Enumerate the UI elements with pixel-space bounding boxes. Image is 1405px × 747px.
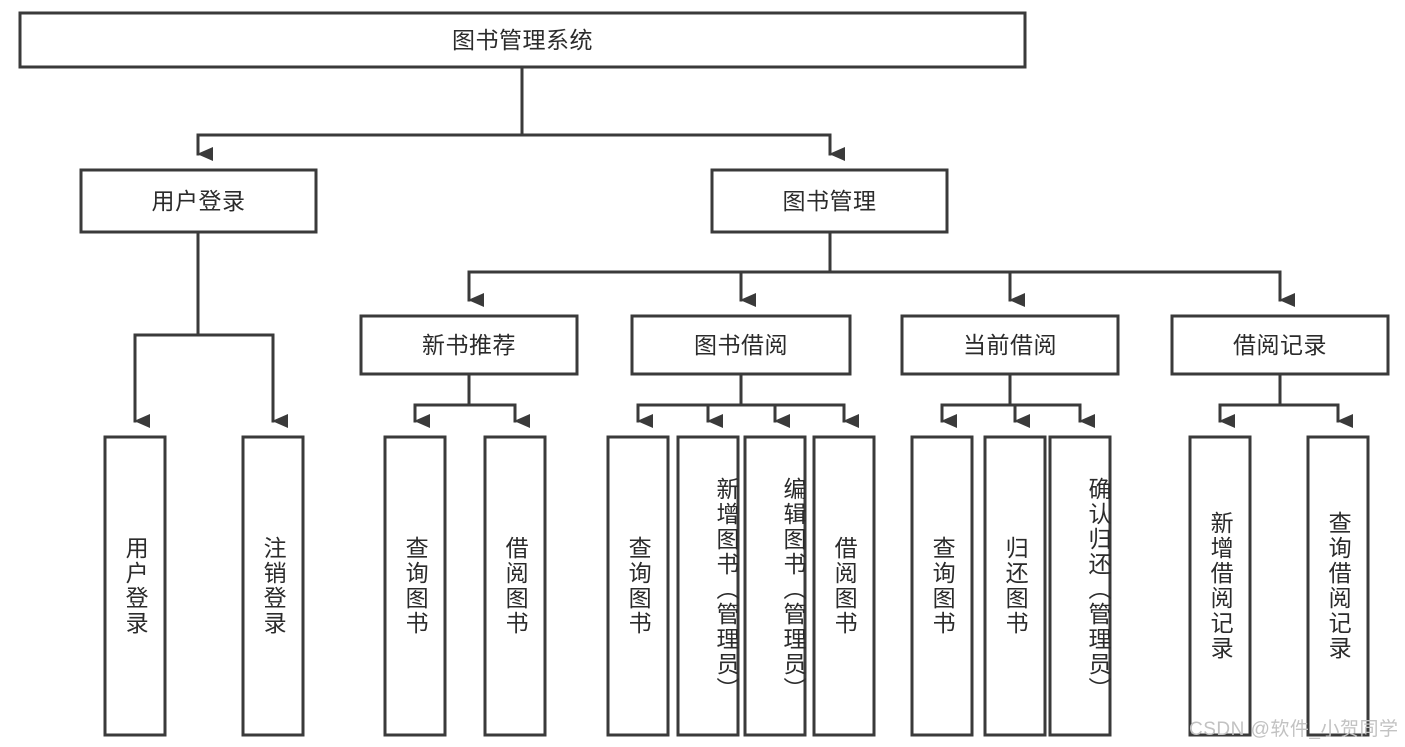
node-box-leaf-query-book-2[interactable] <box>606 435 670 737</box>
node-box-leaf-query-book-3[interactable] <box>910 435 974 737</box>
connector-borrowrecord-to-leaves <box>1218 372 1353 428</box>
connector-newbook-to-leaves <box>413 372 530 428</box>
node-box-leaf-logout[interactable] <box>241 435 305 737</box>
node-box-leaf-return-book[interactable] <box>983 435 1047 737</box>
node-box-new-book-recommend[interactable] <box>359 314 579 376</box>
node-box-book-borrow[interactable] <box>630 314 852 376</box>
node-box-leaf-add-book-admin[interactable] <box>676 435 740 737</box>
connector-root-to-level2 <box>196 65 845 161</box>
node-box-borrow-record[interactable] <box>1170 314 1390 376</box>
node-box-leaf-query-book-1[interactable] <box>383 435 447 737</box>
node-box-root[interactable] <box>18 11 1027 69</box>
node-box-leaf-query-borrow-record[interactable] <box>1306 435 1370 737</box>
node-box-user-login[interactable] <box>79 168 318 234</box>
node-box-current-borrow[interactable] <box>900 314 1120 376</box>
connector-currentborrow-to-leaves <box>940 372 1095 428</box>
node-box-leaf-borrow-book-2[interactable] <box>812 435 876 737</box>
node-box-leaf-edit-book-admin[interactable] <box>743 435 807 737</box>
node-box-leaf-user-login[interactable] <box>103 435 167 737</box>
csdn-watermark: CSDN @软件_小贺同学 <box>1189 719 1399 740</box>
node-box-leaf-confirm-return-admin[interactable] <box>1048 435 1112 737</box>
node-box-leaf-add-borrow-record[interactable] <box>1188 435 1252 737</box>
connector-userlogin-to-leaves <box>133 230 288 428</box>
node-box-book-management[interactable] <box>710 168 949 234</box>
connector-bookborrow-to-leaves <box>636 372 859 428</box>
node-box-leaf-borrow-book-1[interactable] <box>483 435 547 737</box>
connector-bookmgmt-to-level3 <box>467 230 1295 307</box>
